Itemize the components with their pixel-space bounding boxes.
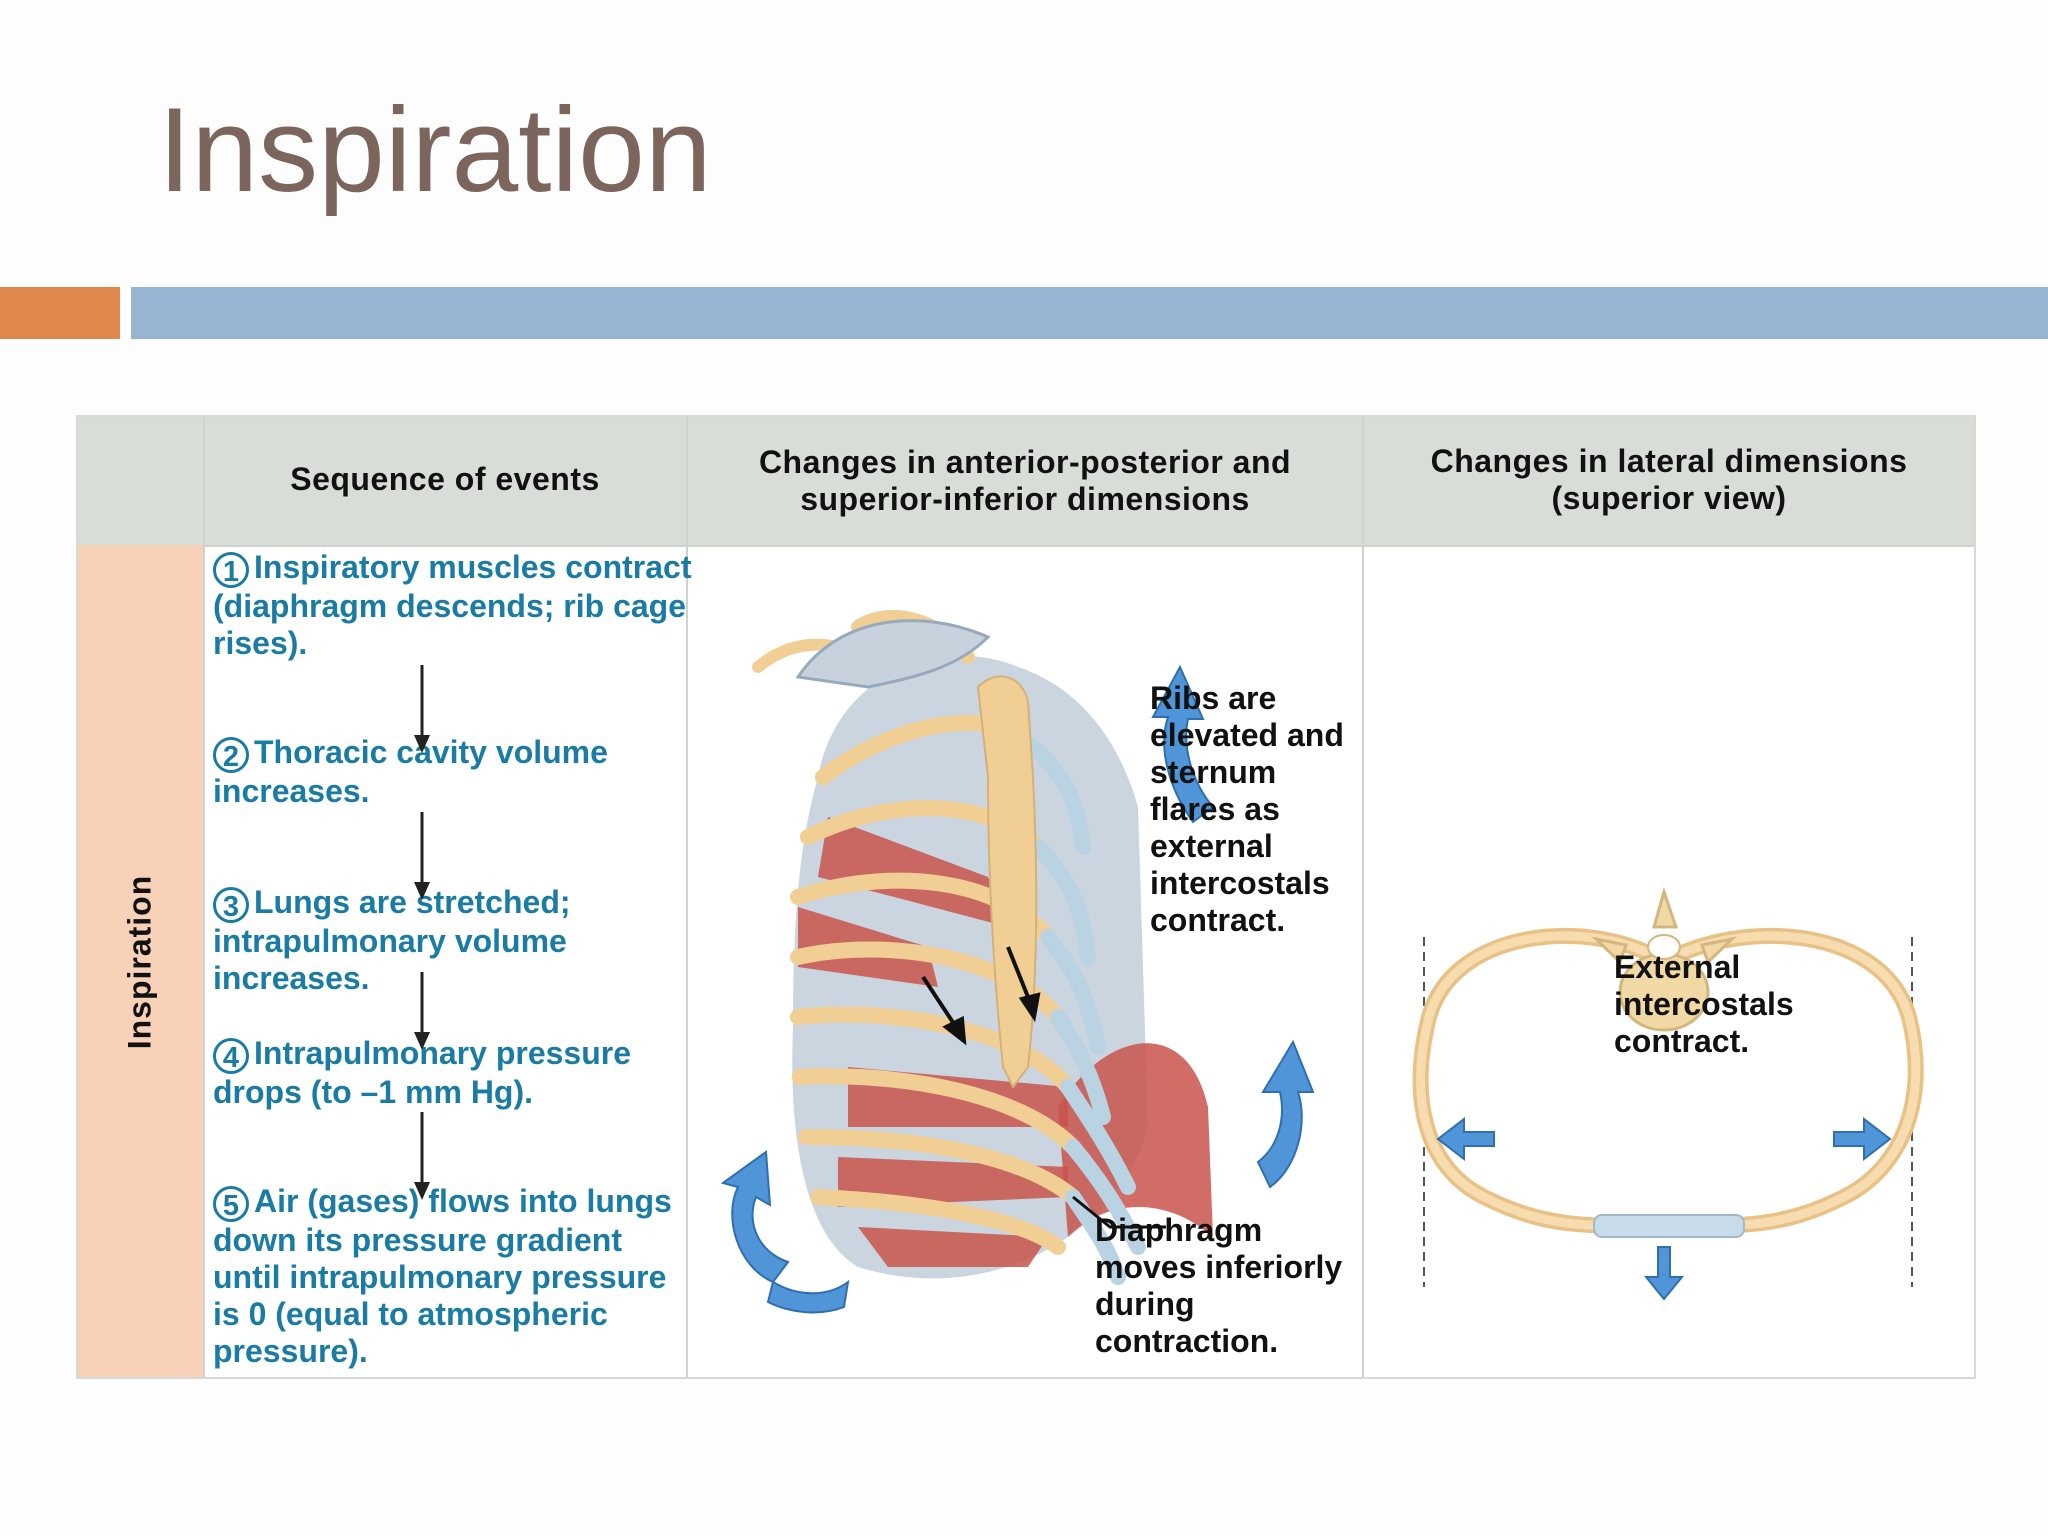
slide-title: Inspiration <box>158 83 712 217</box>
rib-cage-illustration <box>720 610 1315 1314</box>
step-text: Intrapulmonary pressure drops (to –1 mm … <box>213 1035 631 1110</box>
header-band <box>78 417 1974 545</box>
accent-bar-orange <box>0 287 120 339</box>
superior-view-illustration <box>1412 886 1924 1301</box>
label-ribs: Ribs are elevated and sternum flares as … <box>1150 680 1344 938</box>
step-number: 2 <box>213 737 249 773</box>
down-arrow-icon <box>414 665 430 753</box>
step-number: 3 <box>213 887 249 923</box>
step-text: Thoracic cavity volume increases. <box>213 734 608 809</box>
down-arrow-icon <box>414 972 430 1050</box>
step-text: Inspiratory muscles contract (diaphragm … <box>213 549 692 661</box>
side-band <box>78 545 203 1377</box>
header-divider <box>203 545 1974 547</box>
divider <box>686 417 688 1377</box>
curved-up-arrow-icon <box>720 1150 850 1314</box>
accent-bar-blue <box>131 287 2048 339</box>
curved-up-arrow-icon <box>1256 1039 1315 1189</box>
label-external-intercostals: External intercostals contract. <box>1614 949 1794 1059</box>
inspiration-figure: Sequence of events Changes in anterior-p… <box>76 415 1976 1379</box>
label-diaphragm: Diaphragm moves inferiorly during contra… <box>1095 1212 1343 1359</box>
step-number: 5 <box>213 1186 249 1222</box>
down-arrow-icon <box>414 1112 430 1200</box>
step-number: 4 <box>213 1038 249 1074</box>
lateral-arrow-icon <box>1436 1116 1892 1301</box>
divider <box>1362 417 1364 1377</box>
step-text: Lungs are stretched; intrapulmonary volu… <box>213 884 571 996</box>
divider <box>203 417 205 1377</box>
curved-up-arrow-icon <box>1151 664 1215 824</box>
header-sequence: Sequence of events <box>290 461 600 497</box>
header-lateral: Changes in lateral dimensions (superior … <box>1430 443 1908 516</box>
header-ap-si: Changes in anterior-posterior and superi… <box>758 444 1292 517</box>
down-arrow-icon <box>414 812 430 900</box>
step-number: 1 <box>213 552 249 588</box>
step-text: Air (gases) flows into lungs down its pr… <box>213 1183 672 1369</box>
